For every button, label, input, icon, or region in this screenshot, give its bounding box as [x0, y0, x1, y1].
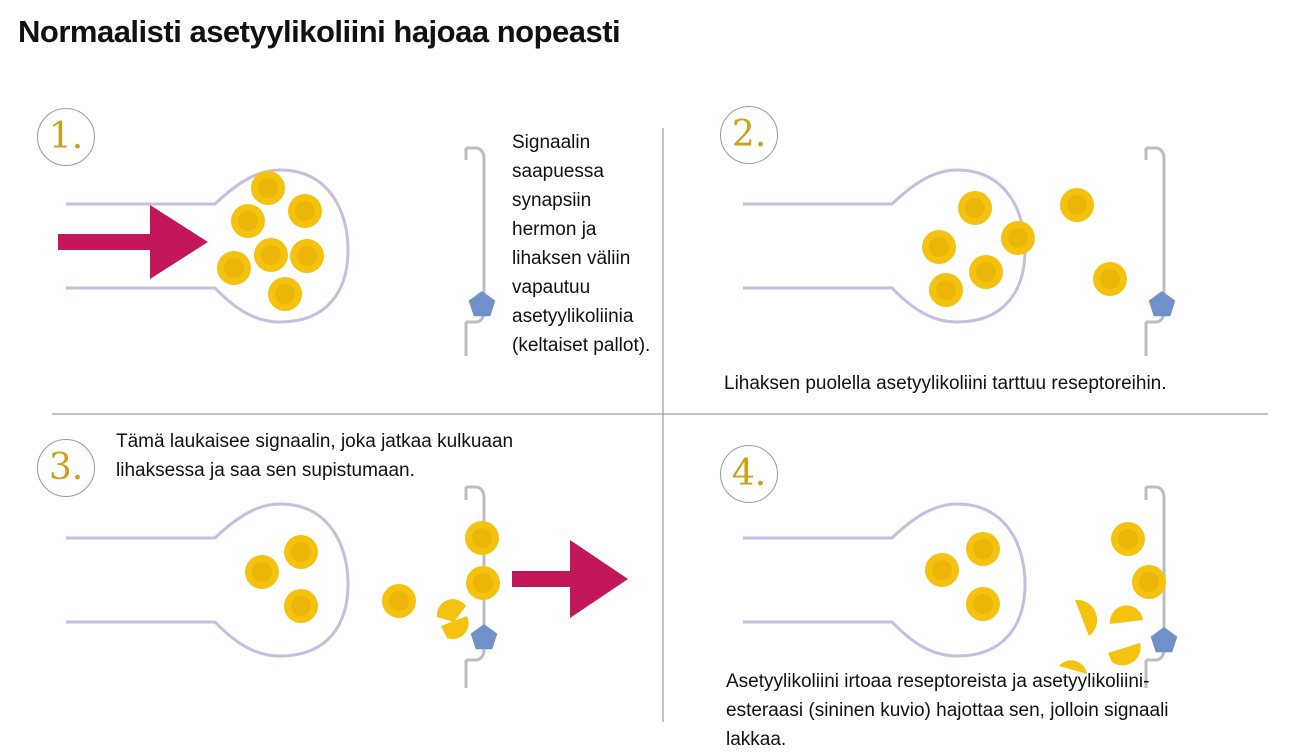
nerve-terminal-4	[743, 502, 1027, 658]
acetylcholine-ball	[290, 239, 324, 273]
enzyme-pentagon	[1150, 627, 1178, 653]
page-title: Normaalisti asetyylikoliini hajoaa nopea…	[18, 14, 621, 49]
acetylcholine-ball	[251, 171, 285, 205]
acetylcholine-ball	[958, 191, 992, 225]
acetylcholine-ball	[1001, 221, 1035, 255]
muscle-membrane-2	[1144, 146, 1166, 356]
enzyme-pentagon	[468, 291, 496, 317]
acetylcholine-ball	[254, 238, 288, 272]
acetylcholine-ball	[1060, 188, 1094, 222]
acetylcholine-ball	[465, 521, 499, 555]
step-number-4: 4.	[720, 445, 778, 503]
enzyme-pentagon	[1148, 291, 1176, 317]
acetylcholine-ball	[382, 584, 416, 618]
acetylcholine-ball	[284, 535, 318, 569]
acetylcholine-ball	[969, 255, 1003, 289]
panel-4-caption: Asetyylikoliini irtoaa reseptoreista ja …	[726, 671, 1169, 750]
acetylcholine-ball	[231, 204, 265, 238]
broken-acetylcholine-3	[436, 599, 469, 640]
panel-2-caption: Lihaksen puolella asetyylikoliini tarttu…	[724, 373, 1167, 394]
muscle-membrane-4	[1144, 485, 1166, 688]
panel-1-caption: Signaalin saapuessa synapsiin hermon ja …	[512, 132, 651, 356]
muscle-membrane-1	[464, 146, 486, 356]
step-number-3: 3.	[37, 439, 95, 497]
panel-3-caption: Tämä laukaisee signaalin, joka jatkaa ku…	[116, 431, 514, 481]
acetylcholine-ball	[217, 251, 251, 285]
step-number-2: 2.	[720, 106, 778, 164]
nerve-terminal-2	[743, 168, 1027, 324]
step-number-1: 1.	[37, 108, 95, 166]
signal-arrow-incoming	[58, 205, 208, 279]
acetylcholine-ball	[966, 587, 1000, 621]
acetylcholine-ball	[1132, 565, 1166, 599]
acetylcholine-ball	[288, 194, 322, 228]
signal-arrow-muscle	[512, 540, 628, 618]
acetylcholine-ball	[925, 553, 959, 587]
acetylcholine-ball	[1093, 262, 1127, 296]
acetylcholine-ball	[268, 277, 302, 311]
acetylcholine-ball	[466, 566, 500, 600]
nerve-terminal-3	[66, 502, 350, 658]
acetylcholine-ball	[1111, 522, 1145, 556]
broken-acetylcholine-4	[1059, 599, 1143, 674]
acetylcholine-ball	[966, 532, 1000, 566]
acetylcholine-ball	[922, 230, 956, 264]
acetylcholine-ball	[929, 273, 963, 307]
acetylcholine-ball	[284, 589, 318, 623]
enzyme-pentagon	[470, 624, 498, 650]
acetylcholine-ball	[245, 555, 279, 589]
